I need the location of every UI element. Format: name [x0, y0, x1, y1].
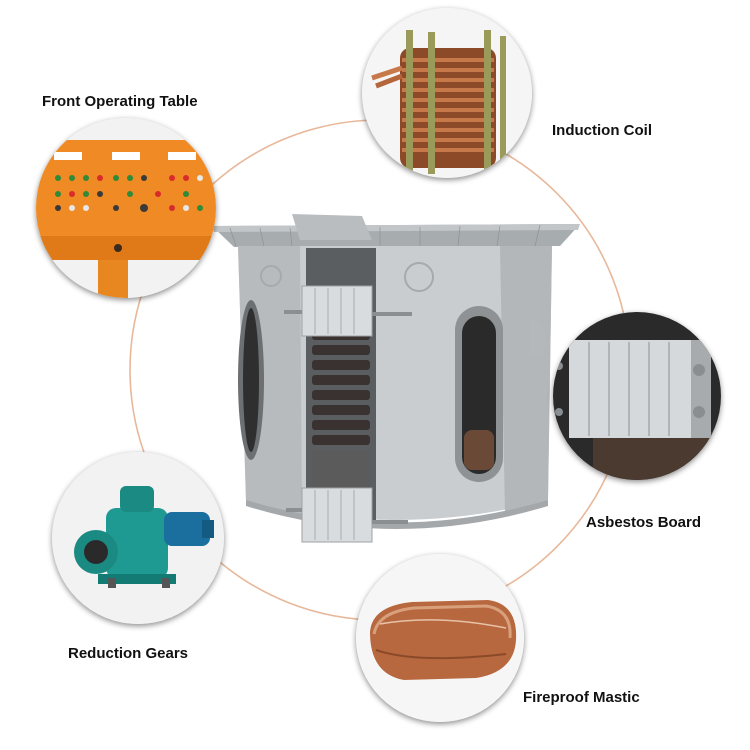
- fireproof-mastic-bubble: [356, 554, 524, 722]
- reduction-gears-bubble: [52, 452, 224, 624]
- induction-coil-bubble: [362, 8, 532, 178]
- induction-furnace-image: [212, 214, 580, 543]
- reduction-gears-label: Reduction Gears: [68, 645, 189, 662]
- induction-coil-image: [362, 8, 532, 178]
- fireproof-mastic-label: Fireproof Mastic: [523, 689, 640, 706]
- fireproof-mastic-image: [356, 554, 524, 722]
- front-operating-table-bubble: [36, 118, 216, 298]
- asbestos-board-label: Asbestos Board: [586, 514, 702, 531]
- induction-coil-label: Induction Coil: [552, 122, 652, 139]
- front-operating-table-label: Front Operating Table: [42, 93, 198, 110]
- operating-panel-image: [36, 118, 216, 298]
- reduction-gears-image: [52, 452, 224, 624]
- asbestos-board-image: [553, 312, 721, 480]
- asbestos-board-bubble: [553, 312, 721, 480]
